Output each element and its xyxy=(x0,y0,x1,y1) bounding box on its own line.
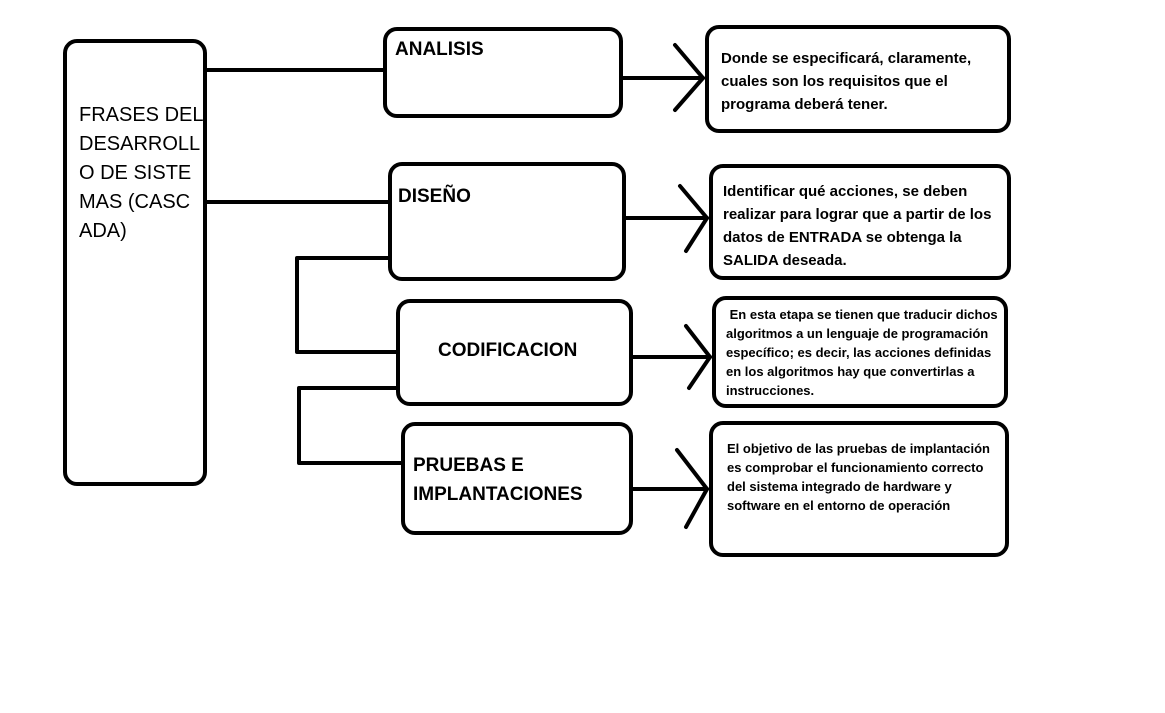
description-pruebas-text: El objetivo de las pruebas de implantaci… xyxy=(727,441,990,513)
arrow-codificacion-head xyxy=(684,324,712,390)
root-node: FRASES DEL DESARROLLO DE SISTEMAS (CASCA… xyxy=(63,39,207,486)
arrow-pruebas-head xyxy=(675,448,709,529)
stage-pruebas-label: PRUEBAS E IMPLANTACIONES xyxy=(413,455,583,505)
stage-diseno-label: DISEÑO xyxy=(398,186,471,207)
stage-analisis-label: ANALISIS xyxy=(395,39,484,60)
description-analisis: Donde se especificará, claramente, cuale… xyxy=(705,25,1011,133)
connector-diseno-codificacion xyxy=(295,256,400,354)
stage-analisis: ANALISIS xyxy=(383,27,623,118)
root-label: FRASES DEL DESARROLLO DE SISTEMAS (CASCA… xyxy=(79,104,203,242)
arrow-analisis-head xyxy=(673,43,705,112)
arrow-diseno-head xyxy=(678,184,709,253)
stage-codificacion-label: CODIFICACION xyxy=(438,340,578,361)
stage-codificacion: CODIFICACION xyxy=(396,299,633,406)
description-codificacion-text: En esta etapa se tienen que traducir dic… xyxy=(726,307,1002,398)
connector-codificacion-pruebas xyxy=(297,386,405,465)
description-diseno: Identificar qué acciones, se deben reali… xyxy=(709,164,1011,280)
description-codificacion: En esta etapa se tienen que traducir dic… xyxy=(712,296,1008,408)
description-analisis-text: Donde se especificará, claramente, cuale… xyxy=(721,50,972,113)
stage-diseno: DISEÑO xyxy=(388,162,626,281)
stage-pruebas: PRUEBAS E IMPLANTACIONES xyxy=(401,422,633,535)
description-pruebas: El objetivo de las pruebas de implantaci… xyxy=(709,421,1009,557)
description-diseno-text: Identificar qué acciones, se deben reali… xyxy=(723,183,992,269)
